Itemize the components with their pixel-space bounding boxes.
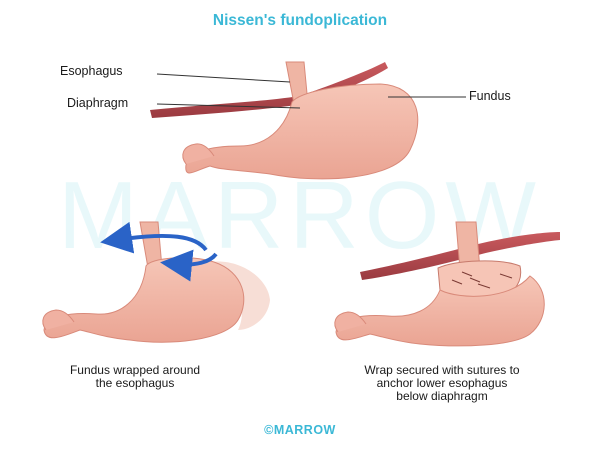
right-duodenum (334, 311, 367, 333)
label-esophagus: Esophagus (60, 64, 123, 78)
sutures (451, 271, 513, 289)
right-stomach-figure (334, 221, 560, 347)
right-stomach (335, 275, 545, 347)
caption-right-line1: Wrap secured with sutures to (364, 363, 520, 377)
top-stomach-figure (150, 61, 419, 180)
left-duodenum (42, 309, 75, 331)
diagram-title: Nissen's fundoplication (212, 12, 388, 29)
left-stomach (43, 257, 245, 343)
caption-left-line2: the esophagus (95, 376, 175, 390)
label-diaphragm: Diaphragm (67, 96, 129, 110)
left-arrow-top (100, 221, 208, 254)
label-fundus: Fundus (469, 89, 511, 103)
caption-left-line1: Fundus wrapped around (69, 363, 201, 377)
left-arrow-bottom (160, 249, 218, 282)
footer-copyright: ©MARROW (264, 423, 336, 437)
caption-right-line2: anchor lower esophagus (376, 376, 508, 390)
top-stomach (185, 83, 419, 180)
caption-left: Fundus wrapped around the esophagus (30, 364, 240, 390)
caption-right-line3: below diaphragm (396, 389, 488, 403)
top-duodenum (182, 143, 215, 165)
caption-right: Wrap secured with sutures to anchor lowe… (322, 364, 562, 403)
left-stomach-figure (42, 221, 270, 343)
